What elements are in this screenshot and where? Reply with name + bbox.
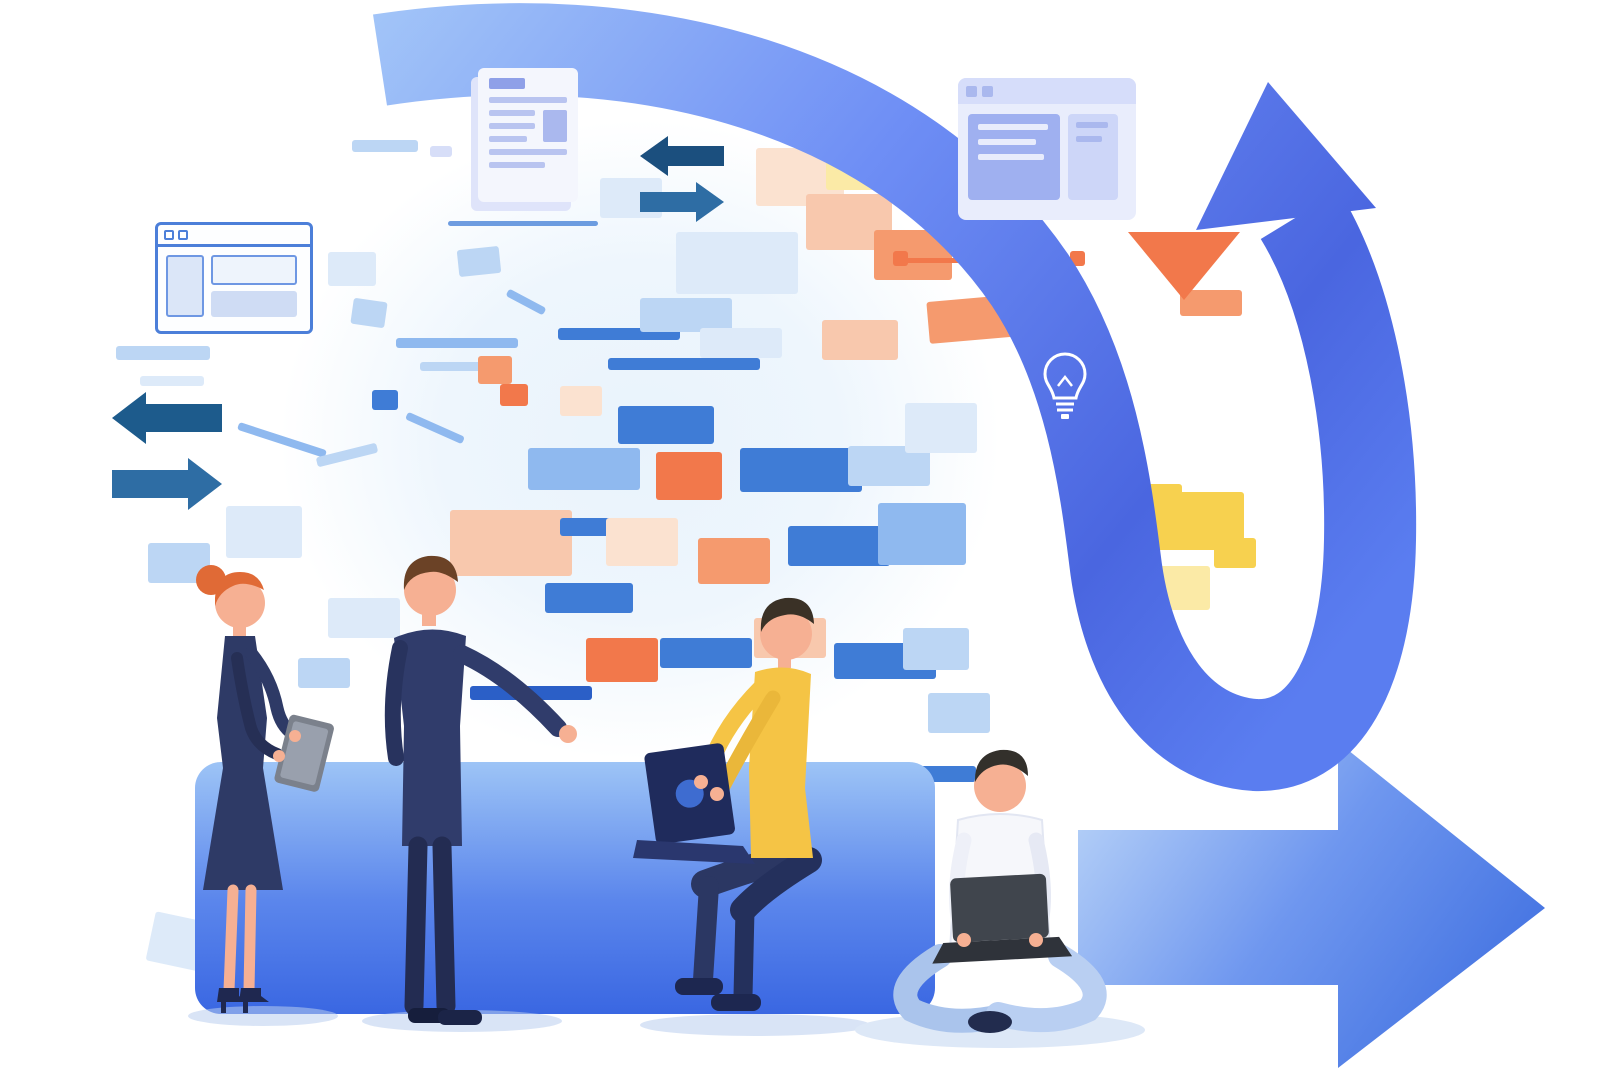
bg-shape	[788, 526, 890, 566]
bg-shape	[237, 421, 327, 459]
bg-shape	[928, 693, 990, 733]
bg-shape	[352, 140, 418, 152]
window-button-icon	[982, 85, 993, 97]
bg-shape	[676, 232, 798, 294]
window-line	[978, 154, 1044, 160]
bg-shape	[372, 390, 398, 410]
bg-shape	[826, 128, 924, 190]
bg-shape	[328, 252, 376, 286]
shoe	[239, 988, 269, 1002]
dress	[203, 636, 283, 890]
browser-window-top-right	[958, 78, 1136, 220]
bg-shape	[396, 338, 518, 348]
window-line	[978, 139, 1036, 145]
bg-shape	[878, 503, 966, 565]
window-content	[158, 247, 310, 325]
bg-shape	[1138, 566, 1210, 610]
document-image-block	[543, 110, 567, 142]
bg-shape	[430, 146, 452, 157]
hair	[215, 572, 264, 606]
window-sidebar-block	[166, 255, 204, 317]
ground-shadow	[640, 1014, 870, 1036]
bg-shape	[226, 506, 302, 558]
window-side-block	[1068, 114, 1118, 200]
bg-shape	[893, 251, 908, 266]
bg-shape	[1214, 538, 1256, 568]
window-titlebar	[158, 225, 310, 247]
window-titlebar	[958, 78, 1136, 104]
bg-shape	[656, 452, 722, 500]
window-content	[958, 104, 1136, 210]
window-content-block	[211, 291, 297, 317]
document-line	[489, 136, 527, 142]
person-man-in-suit	[384, 555, 577, 1025]
platform	[195, 762, 935, 1014]
window-line	[978, 124, 1048, 130]
bg-shape	[606, 518, 678, 566]
document-line	[489, 97, 567, 103]
bg-shape	[405, 411, 465, 445]
window-button-icon	[966, 85, 977, 97]
document-line	[489, 110, 535, 116]
bg-shape	[315, 442, 379, 468]
bg-shape	[608, 358, 760, 370]
bg-shape	[905, 403, 977, 453]
head	[215, 578, 265, 628]
bg-shape	[298, 658, 350, 688]
bg-shape	[140, 376, 204, 386]
window-button-icon	[164, 229, 174, 240]
bg-shape	[640, 298, 732, 332]
bg-shape	[903, 628, 969, 670]
window-line	[1076, 122, 1108, 128]
crossed-leg	[986, 944, 1107, 1033]
bg-shape	[350, 297, 388, 329]
bg-shape	[456, 245, 502, 278]
bg-shape	[822, 320, 898, 360]
shoe	[438, 1010, 482, 1025]
browser-window-top-left	[155, 222, 313, 334]
bg-shape	[528, 448, 640, 490]
bg-shape	[500, 384, 528, 406]
bg-shape	[478, 356, 512, 384]
bg-shape	[700, 328, 782, 358]
crossed-leg	[893, 944, 1012, 1033]
bg-shape	[505, 288, 547, 316]
document-title-block	[489, 78, 525, 89]
document-line	[489, 149, 567, 155]
window-content-block	[211, 255, 297, 285]
bg-shape	[740, 448, 862, 492]
bg-shape	[600, 178, 662, 218]
bg-shape	[448, 221, 598, 226]
person-yellow-shirt-laptop	[633, 597, 822, 1011]
bg-shape	[900, 258, 1082, 263]
shoe	[711, 994, 761, 1011]
bg-shape	[698, 538, 770, 584]
bg-shape	[1070, 251, 1085, 266]
bg-shape	[926, 294, 1022, 344]
window-main-block	[968, 114, 1060, 200]
shoe	[968, 1011, 1012, 1033]
shoe	[675, 978, 723, 995]
bg-shape	[618, 406, 714, 444]
extended-arm	[453, 645, 567, 737]
window-line	[1076, 136, 1102, 142]
document-line	[489, 162, 545, 168]
bg-shape	[116, 346, 210, 360]
hand	[559, 725, 577, 743]
laptop-base	[633, 840, 755, 864]
funnel-icon	[1128, 232, 1240, 300]
person-cross-legged-laptop	[855, 749, 1145, 1048]
document-line	[489, 123, 535, 129]
window-button-icon	[178, 229, 188, 240]
person-woman-with-tablet	[196, 565, 334, 1013]
bg-shape	[874, 230, 952, 280]
bg-shape	[560, 386, 602, 416]
document-icon	[478, 68, 578, 202]
